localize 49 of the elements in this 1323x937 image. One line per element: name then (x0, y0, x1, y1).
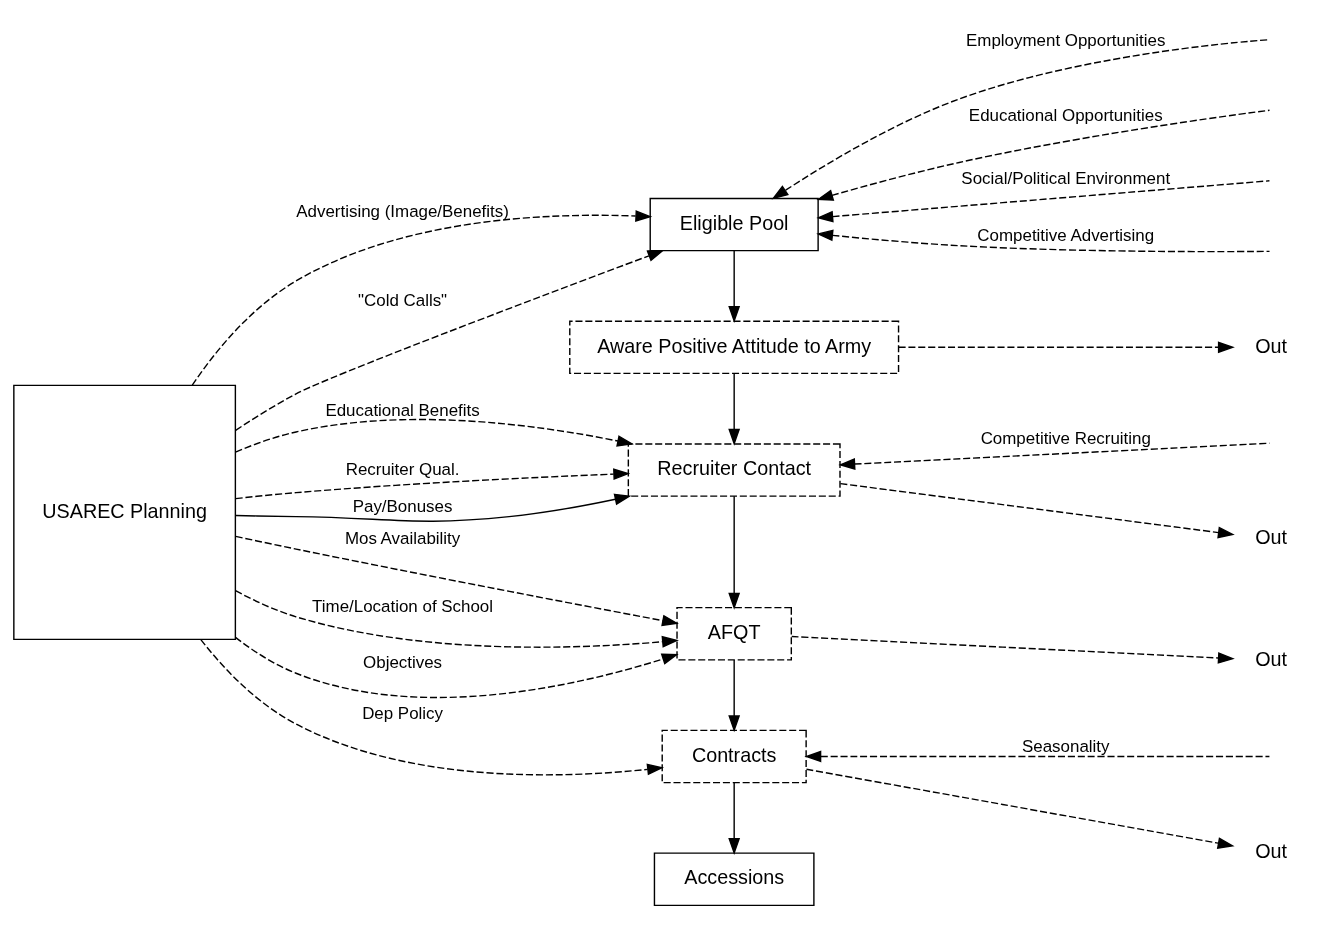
arrow (816, 179, 1271, 222)
arrow (728, 372, 741, 446)
arrow (804, 750, 1271, 762)
arrow (816, 229, 1271, 252)
arrow (898, 340, 1235, 353)
node-text: Out (1255, 334, 1287, 357)
arrow (805, 768, 1235, 849)
edge-label: Employment Opportunities (966, 30, 1166, 50)
edge-label: Competitive Advertising (977, 225, 1155, 245)
arrow (200, 638, 665, 776)
arrow (234, 418, 634, 453)
arrow (191, 209, 653, 386)
node-box: Eligible Pool (649, 197, 819, 251)
arrow (234, 467, 631, 499)
node-text: Out (1255, 839, 1287, 862)
arrow (839, 482, 1235, 538)
node-box: Aware Positive Attitude to Army (569, 320, 900, 374)
arrow (235, 493, 632, 522)
node-box: Recruiter Contact (627, 442, 841, 497)
edge-label: Educational Opportunities (968, 105, 1163, 125)
edge-label: Competitive Recruiting (980, 428, 1151, 448)
arrow (234, 589, 679, 648)
arrow (234, 636, 679, 698)
edge-label: "Cold Calls" (358, 290, 448, 310)
edge-label: Dep Policy (362, 703, 444, 723)
edge-label: Advertising (Image/Benefits) (296, 201, 509, 221)
edge-label: Mos Availability (344, 528, 461, 548)
edge-label: Social/Political Environment (961, 168, 1171, 188)
node-text: Out (1255, 525, 1287, 548)
edge-label: Time/Location of School (312, 596, 494, 616)
arrow (728, 781, 741, 855)
node-text: Out (1255, 647, 1287, 670)
edge-label: Objectives (363, 652, 443, 672)
edge-label: Pay/Bonuses (352, 496, 453, 516)
arrow (728, 658, 741, 732)
arrow (791, 635, 1235, 664)
arrow (234, 249, 665, 431)
edge-label: Educational Benefits (325, 400, 480, 420)
arrow (771, 38, 1271, 199)
arrow (235, 535, 679, 626)
node-box: Contracts (661, 729, 807, 783)
node-box: AFQT (676, 606, 792, 661)
edge-label: Recruiter Qual. (345, 459, 460, 479)
node-box: Accessions (653, 851, 815, 906)
node-box: USAREC Planning (13, 384, 237, 640)
arrow (816, 109, 1271, 201)
edge-label: Seasonality (1022, 736, 1110, 756)
arrow (728, 249, 741, 323)
arrow (728, 495, 741, 610)
